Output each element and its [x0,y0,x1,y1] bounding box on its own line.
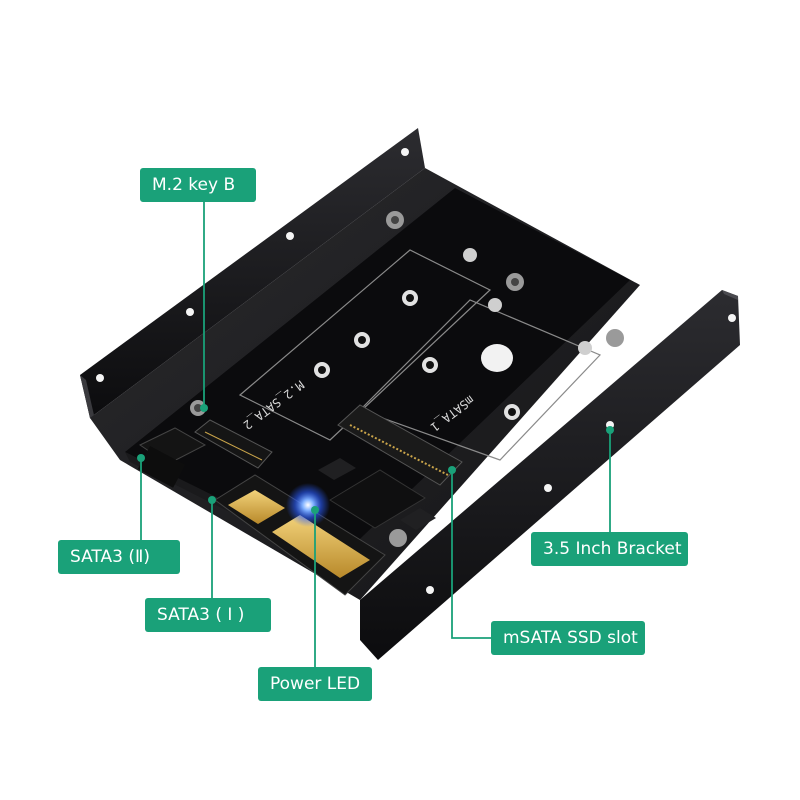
callout-sata3-i: SATA3 ( I ) [145,598,271,632]
qc-sticker [481,344,513,372]
sata-connector-i [214,474,386,596]
controller-chips [318,458,436,530]
m2-slot [194,419,273,469]
callout-m2-key-b: M.2 key B [140,168,256,202]
sata-connector-ii [137,427,207,488]
bracket-left-rail [80,128,425,424]
callout-sata3-ii: SATA3 (Ⅱ) [58,540,180,574]
callout-bracket: 3.5 Inch Bracket [531,532,688,566]
power-led-glow [286,483,330,527]
callout-power-led: Power LED [258,667,372,701]
msata-slot [337,404,463,486]
callout-msata-slot: mSATA SSD slot [491,621,645,655]
bracket-right-rail [360,290,740,660]
